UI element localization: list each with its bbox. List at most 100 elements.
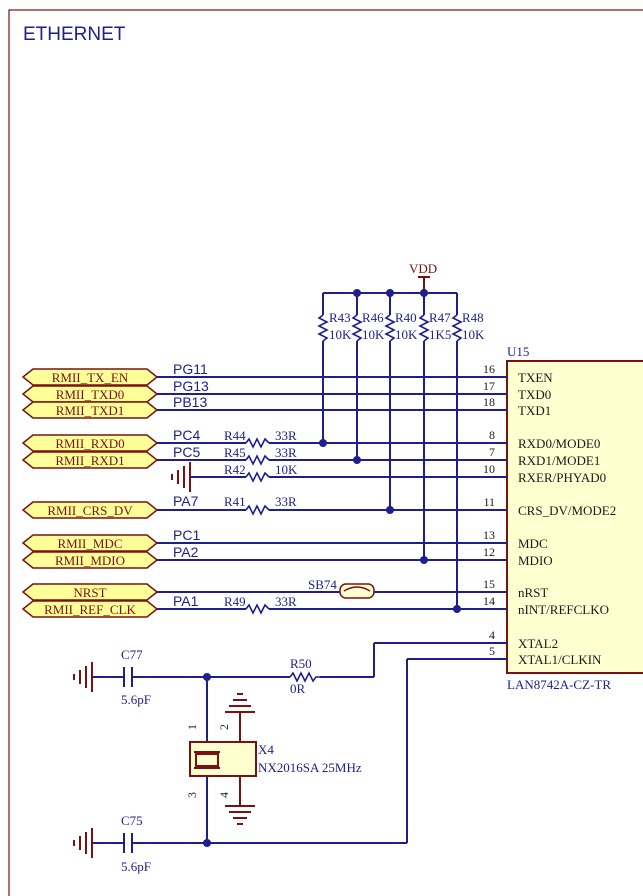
pin-num-12: 12 <box>483 545 495 559</box>
r45-symbol <box>245 454 270 466</box>
pin-name-nint-refclko: nINT/REFCLKO <box>518 602 609 617</box>
pin-name-xtal2: XTAL2 <box>518 636 558 651</box>
x4-pin2: 2 <box>217 724 231 730</box>
ic-pin-names: TXEN TXD0 TXD1 RXD0/MODE0 RXD1/MODE1 RXE… <box>518 370 616 667</box>
signal-wires <box>157 376 507 843</box>
r47-value: 1K5 <box>429 327 451 342</box>
port-label-rmii-crs-dv: RMII_CRS_DV <box>47 503 133 518</box>
ic-pin-numbers: 16 17 18 8 7 10 11 13 12 15 14 4 5 <box>483 362 495 658</box>
port-label-rmii-rxd0: RMII_RXD0 <box>55 436 124 451</box>
pin-num-10: 10 <box>483 462 495 476</box>
port-label-nrst: NRST <box>73 585 106 600</box>
pin-name-rxd0: RXD0/MODE0 <box>518 436 600 451</box>
r42-value: 10K <box>275 462 298 477</box>
solder-bridge-sb74[interactable] <box>339 583 375 599</box>
ground-symbol-x4-pin4 <box>225 776 255 825</box>
net-pa7: PA7 <box>173 493 199 509</box>
r45-value: 33R <box>275 445 297 460</box>
pin-name-crs-dv: CRS_DV/MODE2 <box>518 503 616 518</box>
pin-num-8: 8 <box>489 428 495 442</box>
r41-symbol <box>245 504 270 516</box>
ic-ref: U15 <box>507 344 529 359</box>
r46-value: 10K <box>362 327 385 342</box>
r40-value: 10K <box>395 327 418 342</box>
pin-num-11: 11 <box>483 495 495 509</box>
r45-ref: R45 <box>224 445 246 460</box>
pin-name-mdio: MDIO <box>518 553 553 568</box>
port-symbols <box>21 368 159 618</box>
pin-name-txd0: TXD0 <box>518 387 551 402</box>
pin-num-7: 7 <box>489 445 495 459</box>
r48-value: 10K <box>462 327 485 342</box>
port-label-rmii-txd0: RMII_TXD0 <box>56 387 125 402</box>
r50-ref: R50 <box>290 656 312 671</box>
pin-num-17: 17 <box>483 379 495 393</box>
r44-symbol <box>245 437 270 449</box>
pullup-r40[interactable] <box>384 293 396 510</box>
r44-value: 33R <box>275 428 297 443</box>
r49-value: 33R <box>275 594 297 609</box>
port-label-rmii-rxd1: RMII_RXD1 <box>55 453 124 468</box>
r41-value: 33R <box>275 494 297 509</box>
x4-part: NX2016SA 25MHz <box>258 760 362 775</box>
r44-ref: R44 <box>224 428 246 443</box>
ground-symbol-r42 <box>171 462 191 492</box>
port-label-rmii-tx-en: RMII_TX_EN <box>52 370 129 385</box>
net-pc4: PC4 <box>173 427 200 443</box>
pullup-r43[interactable] <box>317 293 329 444</box>
x4-pin1: 1 <box>185 724 199 730</box>
x4-pin4: 4 <box>217 792 231 798</box>
c75-ref: C75 <box>121 813 143 828</box>
pullup-r47[interactable] <box>418 293 430 561</box>
net-pa2: PA2 <box>173 544 199 560</box>
pullup-r48[interactable] <box>451 293 463 609</box>
pin-num-4: 4 <box>489 628 495 642</box>
port-label-rmii-ref-clk: RMII_REF_CLK <box>44 602 136 617</box>
r42-symbol <box>245 471 270 483</box>
pin-name-nrst: nRST <box>518 585 548 600</box>
pin-num-14: 14 <box>483 594 495 608</box>
r49-ref: R49 <box>224 594 246 609</box>
net-pb13: PB13 <box>173 394 207 410</box>
pin-num-15: 15 <box>483 577 495 591</box>
net-pc1: PC1 <box>173 527 200 543</box>
port-label-rmii-mdc: RMII_MDC <box>57 536 122 551</box>
r48-ref: R48 <box>462 310 484 325</box>
sheet-frame <box>8 9 643 896</box>
r40-ref: R40 <box>395 310 417 325</box>
net-pc5: PC5 <box>173 444 200 460</box>
c77-ref: C77 <box>121 647 143 662</box>
c75-value: 5.6pF <box>121 859 151 874</box>
r47-ref: R47 <box>429 310 451 325</box>
crystal-x4[interactable] <box>189 741 257 777</box>
signal-junctions <box>203 439 461 847</box>
c77-value: 5.6pF <box>121 692 151 707</box>
pin-name-rxd1: RXD1/MODE1 <box>518 453 600 468</box>
sheet-title: ETHERNET <box>23 24 126 45</box>
ic-body <box>506 360 643 674</box>
r42-ref: R42 <box>224 462 246 477</box>
pullup-r46[interactable] <box>351 293 363 461</box>
capacitor-c77[interactable] <box>92 667 290 687</box>
ic-part: LAN8742A-CZ-TR <box>507 677 611 692</box>
pin-name-txd1: TXD1 <box>518 403 551 418</box>
ground-symbol-x4-pin2 <box>225 693 255 742</box>
x4-pin3: 3 <box>185 792 199 798</box>
x4-ref: X4 <box>258 742 274 757</box>
pin-num-18: 18 <box>483 395 495 409</box>
pin-num-5: 5 <box>489 644 495 658</box>
port-label-rmii-mdio: RMII_MDIO <box>55 553 125 568</box>
pin-name-xtal1: XTAL1/CLKIN <box>518 652 602 667</box>
ground-symbol-c77 <box>73 662 93 692</box>
r43-value: 10K <box>329 327 352 342</box>
r50-value: 0R <box>290 681 306 696</box>
r50-symbol[interactable] <box>289 671 320 683</box>
pin-name-mdc: MDC <box>518 536 548 551</box>
net-pg13: PG13 <box>173 378 209 394</box>
vdd-label: VDD <box>409 261 437 276</box>
r43-ref: R43 <box>329 310 351 325</box>
net-pa1: PA1 <box>173 593 199 609</box>
pin-num-16: 16 <box>483 362 495 376</box>
capacitor-c75[interactable] <box>92 833 407 853</box>
